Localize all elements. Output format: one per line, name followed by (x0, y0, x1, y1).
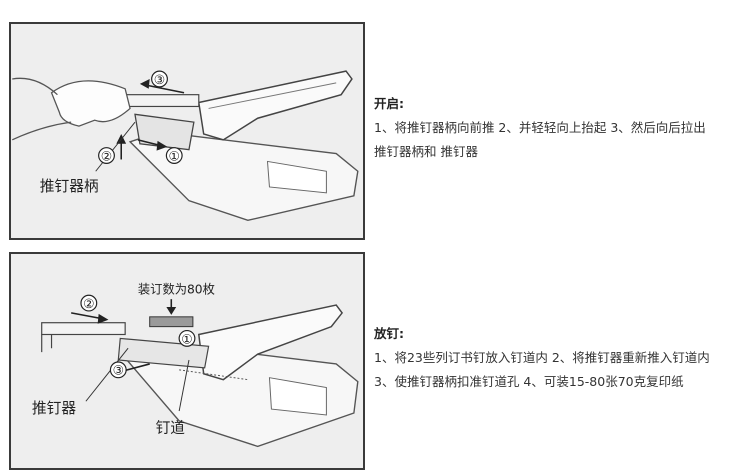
load-heading: 放钉: (374, 326, 404, 341)
load-illustration-panel: ② ① ③ 装订数为80枚 推钉器 钉道 (9, 252, 365, 470)
load-step-line-2: 3、使推钉器柄扣准钉道孔 4、可装15-80张70克复印纸 (374, 374, 684, 389)
step-1-load-marker: ① (181, 332, 192, 347)
open-heading: 开启: (374, 96, 404, 111)
open-instructions: 开启: 1、将推钉器柄向前推 2、并轻轻向上抬起 3、然后向后拉出 推钉器柄和 … (374, 92, 746, 164)
step-3-insert-marker: ③ (113, 364, 124, 379)
step-2-lift-marker: ② (101, 149, 112, 164)
capacity-note: 装订数为80枚 (138, 281, 215, 296)
pusher-handle-label: 推钉器柄 (40, 178, 99, 195)
open-stapler-illustration: ③ ② ① 推钉器柄 (11, 70, 359, 222)
step-2-pull-marker: ② (83, 297, 94, 312)
open-illustration-panel: ③ ② ① 推钉器柄 (9, 22, 365, 240)
pull-arrow (144, 84, 185, 94)
pusher-label: 推钉器 (32, 400, 76, 417)
open-step-line-1: 1、将推钉器柄向前推 2、并轻轻向上抬起 3、然后向后拉出 (374, 120, 706, 135)
load-stapler-illustration: ② ① ③ 装订数为80枚 推钉器 钉道 (32, 281, 359, 448)
load-instructions: 放钉: 1、将23些列订书钉放入钉道内 2、将推钉器重新推入钉道内 3、使推钉器… (374, 322, 746, 394)
open-step-line-2: 推钉器柄和 推钉器 (374, 144, 478, 159)
load-step-line-1: 1、将23些列订书钉放入钉道内 2、将推钉器重新推入钉道内 (374, 350, 710, 365)
step-3-open-marker: ③ (154, 73, 165, 88)
step-1-push-marker: ① (169, 149, 180, 164)
channel-label: 钉道 (156, 420, 186, 437)
